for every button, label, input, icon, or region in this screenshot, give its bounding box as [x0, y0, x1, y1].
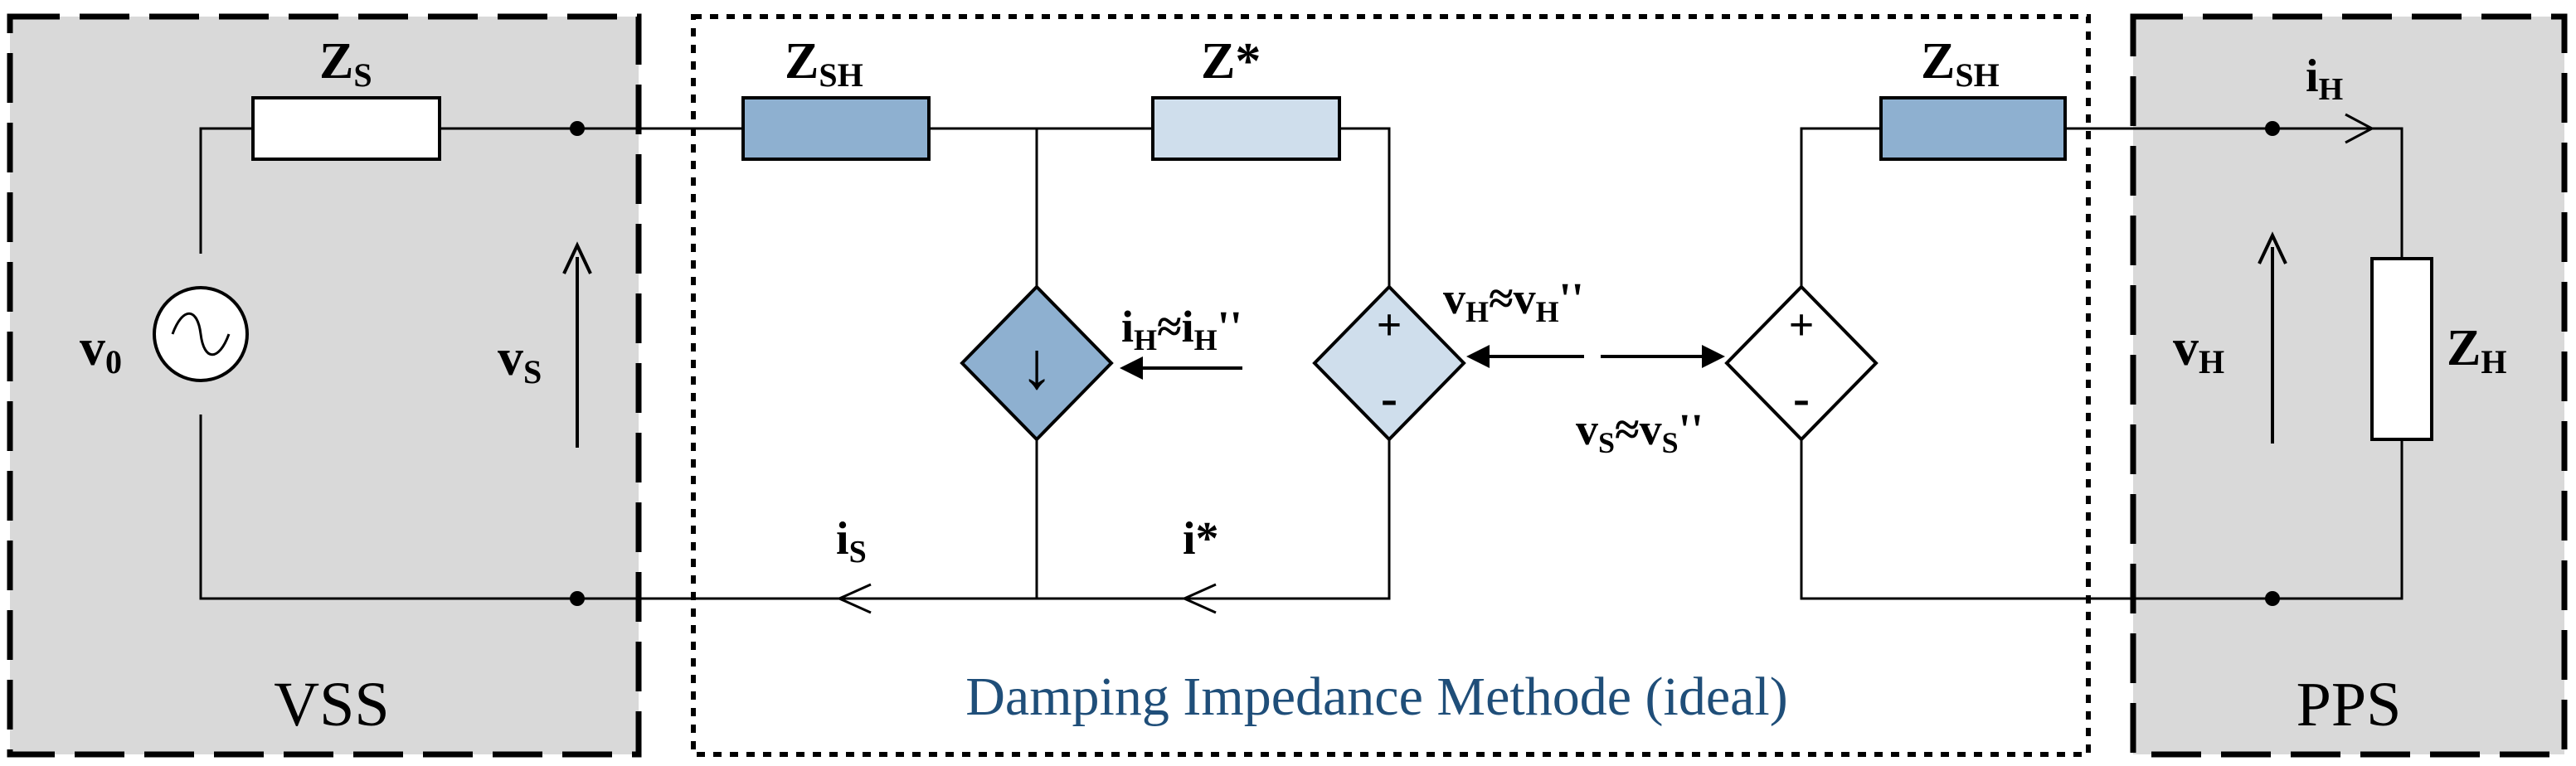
label-vs-approx: vS≈vS'': [1576, 405, 1704, 459]
label-vh-approx: vH≈vH'': [1443, 274, 1584, 328]
label-is: iS: [836, 513, 867, 570]
sine-wave-icon: [171, 312, 231, 356]
arrows: [562, 113, 2375, 614]
is-arrow-icon: [836, 583, 872, 614]
current-source-arrow-icon: ↓: [1020, 330, 1053, 403]
caption-dim: Damping Impedance Methode (ideal): [965, 667, 1787, 727]
wires: [199, 127, 2403, 600]
node-vss-bottom: [570, 591, 585, 606]
label-zstar: Z*: [1201, 33, 1261, 90]
node-vss-top: [570, 121, 585, 136]
impedance-zsh-right: [1879, 96, 2067, 161]
label-v0: v0: [80, 320, 122, 381]
node-pps-top: [2265, 121, 2280, 136]
label-zs: ZS: [319, 33, 372, 94]
plus-left-icon: +: [1377, 300, 1402, 350]
ih-control-arrow-head-icon: [1120, 356, 1143, 380]
impedance-zh: [2370, 257, 2433, 441]
caption-pps: PPS: [2297, 670, 2402, 739]
label-vh: vH: [2173, 320, 2224, 381]
impedance-zstar: [1151, 96, 1341, 161]
istar-arrow-icon: [1181, 583, 1217, 614]
ih-arrow-icon: [2345, 113, 2375, 144]
label-istar: i*: [1183, 513, 1219, 565]
impedance-zs: [251, 96, 441, 161]
vh-arrow-head-icon: [2258, 231, 2287, 264]
label-zsh-left: ZSH: [785, 33, 863, 94]
controlled-current-source: [960, 284, 1114, 442]
node-pps-bottom: [2265, 591, 2280, 606]
voltage-link-right-head-icon: [1702, 345, 1725, 368]
minus-left-icon: -: [1381, 371, 1397, 425]
caption-vss: VSS: [274, 670, 389, 739]
label-zsh-right: ZSH: [1921, 33, 2000, 94]
plus-right-icon: +: [1789, 300, 1815, 350]
controlled-voltage-source-left: [1312, 284, 1466, 442]
label-zh: ZH: [2447, 320, 2506, 381]
label-ih: iH: [2306, 51, 2343, 107]
vs-arrow-head-icon: [562, 241, 592, 274]
voltage-link-left-head-icon: [1466, 345, 1490, 368]
controlled-voltage-source-right: [1724, 284, 1879, 442]
impedance-zsh-left: [741, 96, 931, 161]
label-vs: vS: [498, 330, 542, 390]
minus-right-icon: -: [1793, 371, 1810, 425]
label-ih-approx: iH≈iH'': [1121, 302, 1242, 356]
